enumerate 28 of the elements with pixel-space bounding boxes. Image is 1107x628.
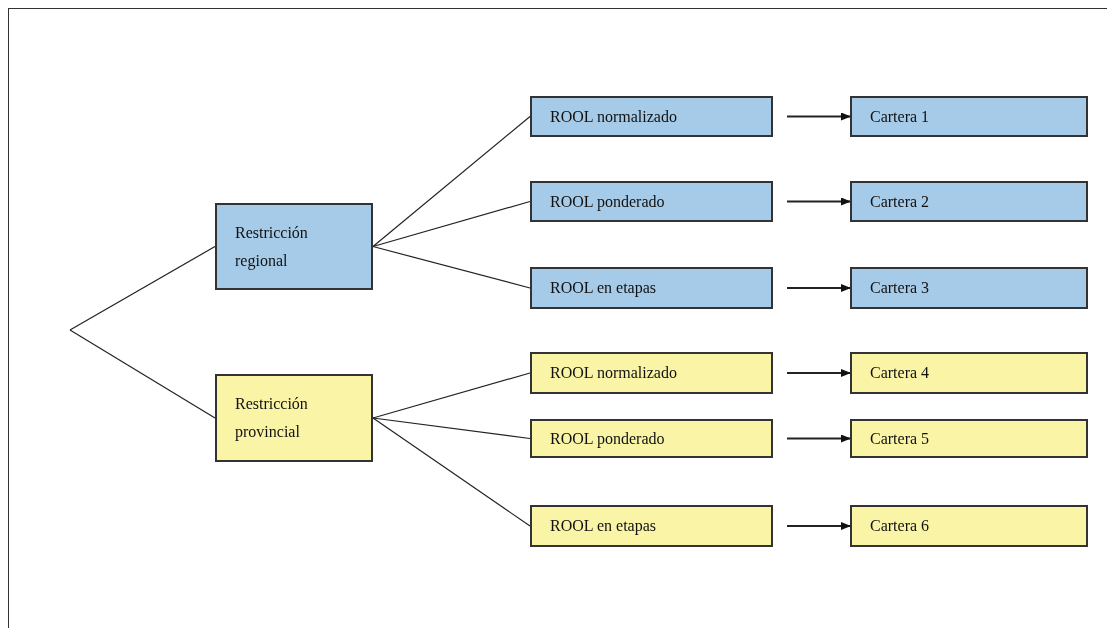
result-box: Cartera 3 <box>850 267 1088 309</box>
method-box: ROOL en etapas <box>530 505 773 547</box>
connector-line <box>372 200 531 248</box>
connector-line <box>372 417 531 440</box>
arrow <box>786 369 851 377</box>
result-box: Cartera 4 <box>850 352 1088 394</box>
arrow <box>786 112 851 121</box>
connector-line <box>372 115 531 248</box>
category-box: Restricción provincial <box>215 374 373 462</box>
result-box: Cartera 5 <box>850 419 1088 458</box>
connector-line <box>372 245 531 289</box>
arrow <box>786 197 851 206</box>
method-box: ROOL ponderado <box>530 419 773 458</box>
category-box: Restricción regional <box>215 203 373 290</box>
result-box: Cartera 6 <box>850 505 1088 547</box>
result-box: Cartera 1 <box>850 96 1088 137</box>
method-box: ROOL en etapas <box>530 267 773 309</box>
connector-line <box>69 329 216 419</box>
connector-line <box>372 372 531 419</box>
method-box: ROOL normalizado <box>530 352 773 394</box>
result-box: Cartera 2 <box>850 181 1088 222</box>
method-box: ROOL normalizado <box>530 96 773 137</box>
arrow <box>786 434 851 443</box>
connector-line <box>69 245 216 331</box>
method-box: ROOL ponderado <box>530 181 773 222</box>
arrow <box>786 522 851 530</box>
arrow <box>786 284 851 292</box>
connector-line <box>372 417 531 527</box>
